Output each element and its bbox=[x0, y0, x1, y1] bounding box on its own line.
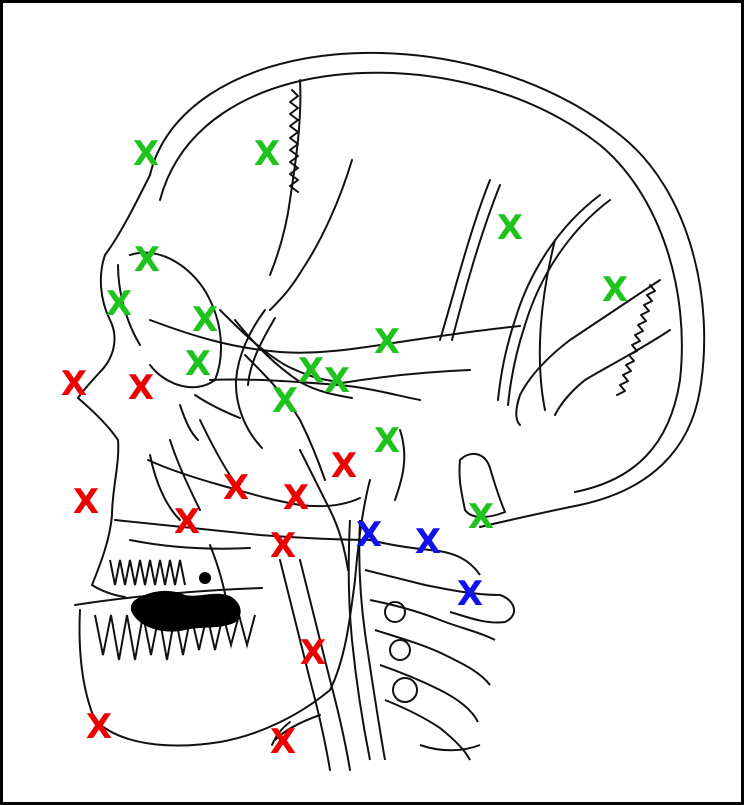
green-marker: X bbox=[600, 270, 630, 310]
green-marker: X bbox=[372, 421, 402, 461]
green-marker: X bbox=[131, 134, 161, 174]
blue-marker: X bbox=[455, 574, 485, 614]
red-marker: X bbox=[281, 478, 311, 518]
green-marker: X bbox=[252, 134, 282, 174]
red-marker: X bbox=[268, 526, 298, 566]
green-marker: X bbox=[132, 240, 162, 280]
red-marker: X bbox=[268, 722, 298, 762]
molar-fill bbox=[131, 572, 241, 632]
green-marker: X bbox=[190, 300, 220, 340]
green-marker: X bbox=[495, 208, 525, 248]
red-marker: X bbox=[172, 502, 202, 542]
green-marker: X bbox=[104, 284, 134, 324]
green-marker: X bbox=[322, 361, 352, 401]
green-marker: X bbox=[183, 344, 213, 384]
green-marker: X bbox=[372, 322, 402, 362]
red-marker: X bbox=[298, 633, 328, 673]
green-marker: X bbox=[466, 497, 496, 537]
red-marker: X bbox=[329, 446, 359, 486]
red-marker: X bbox=[221, 468, 251, 508]
red-marker: X bbox=[126, 368, 156, 408]
red-marker: X bbox=[84, 707, 114, 747]
red-marker: X bbox=[59, 364, 89, 404]
red-marker: X bbox=[71, 482, 101, 522]
blue-marker: X bbox=[354, 515, 384, 555]
blue-marker: X bbox=[413, 522, 443, 562]
green-marker: X bbox=[270, 381, 300, 421]
skull-outline bbox=[75, 53, 704, 770]
